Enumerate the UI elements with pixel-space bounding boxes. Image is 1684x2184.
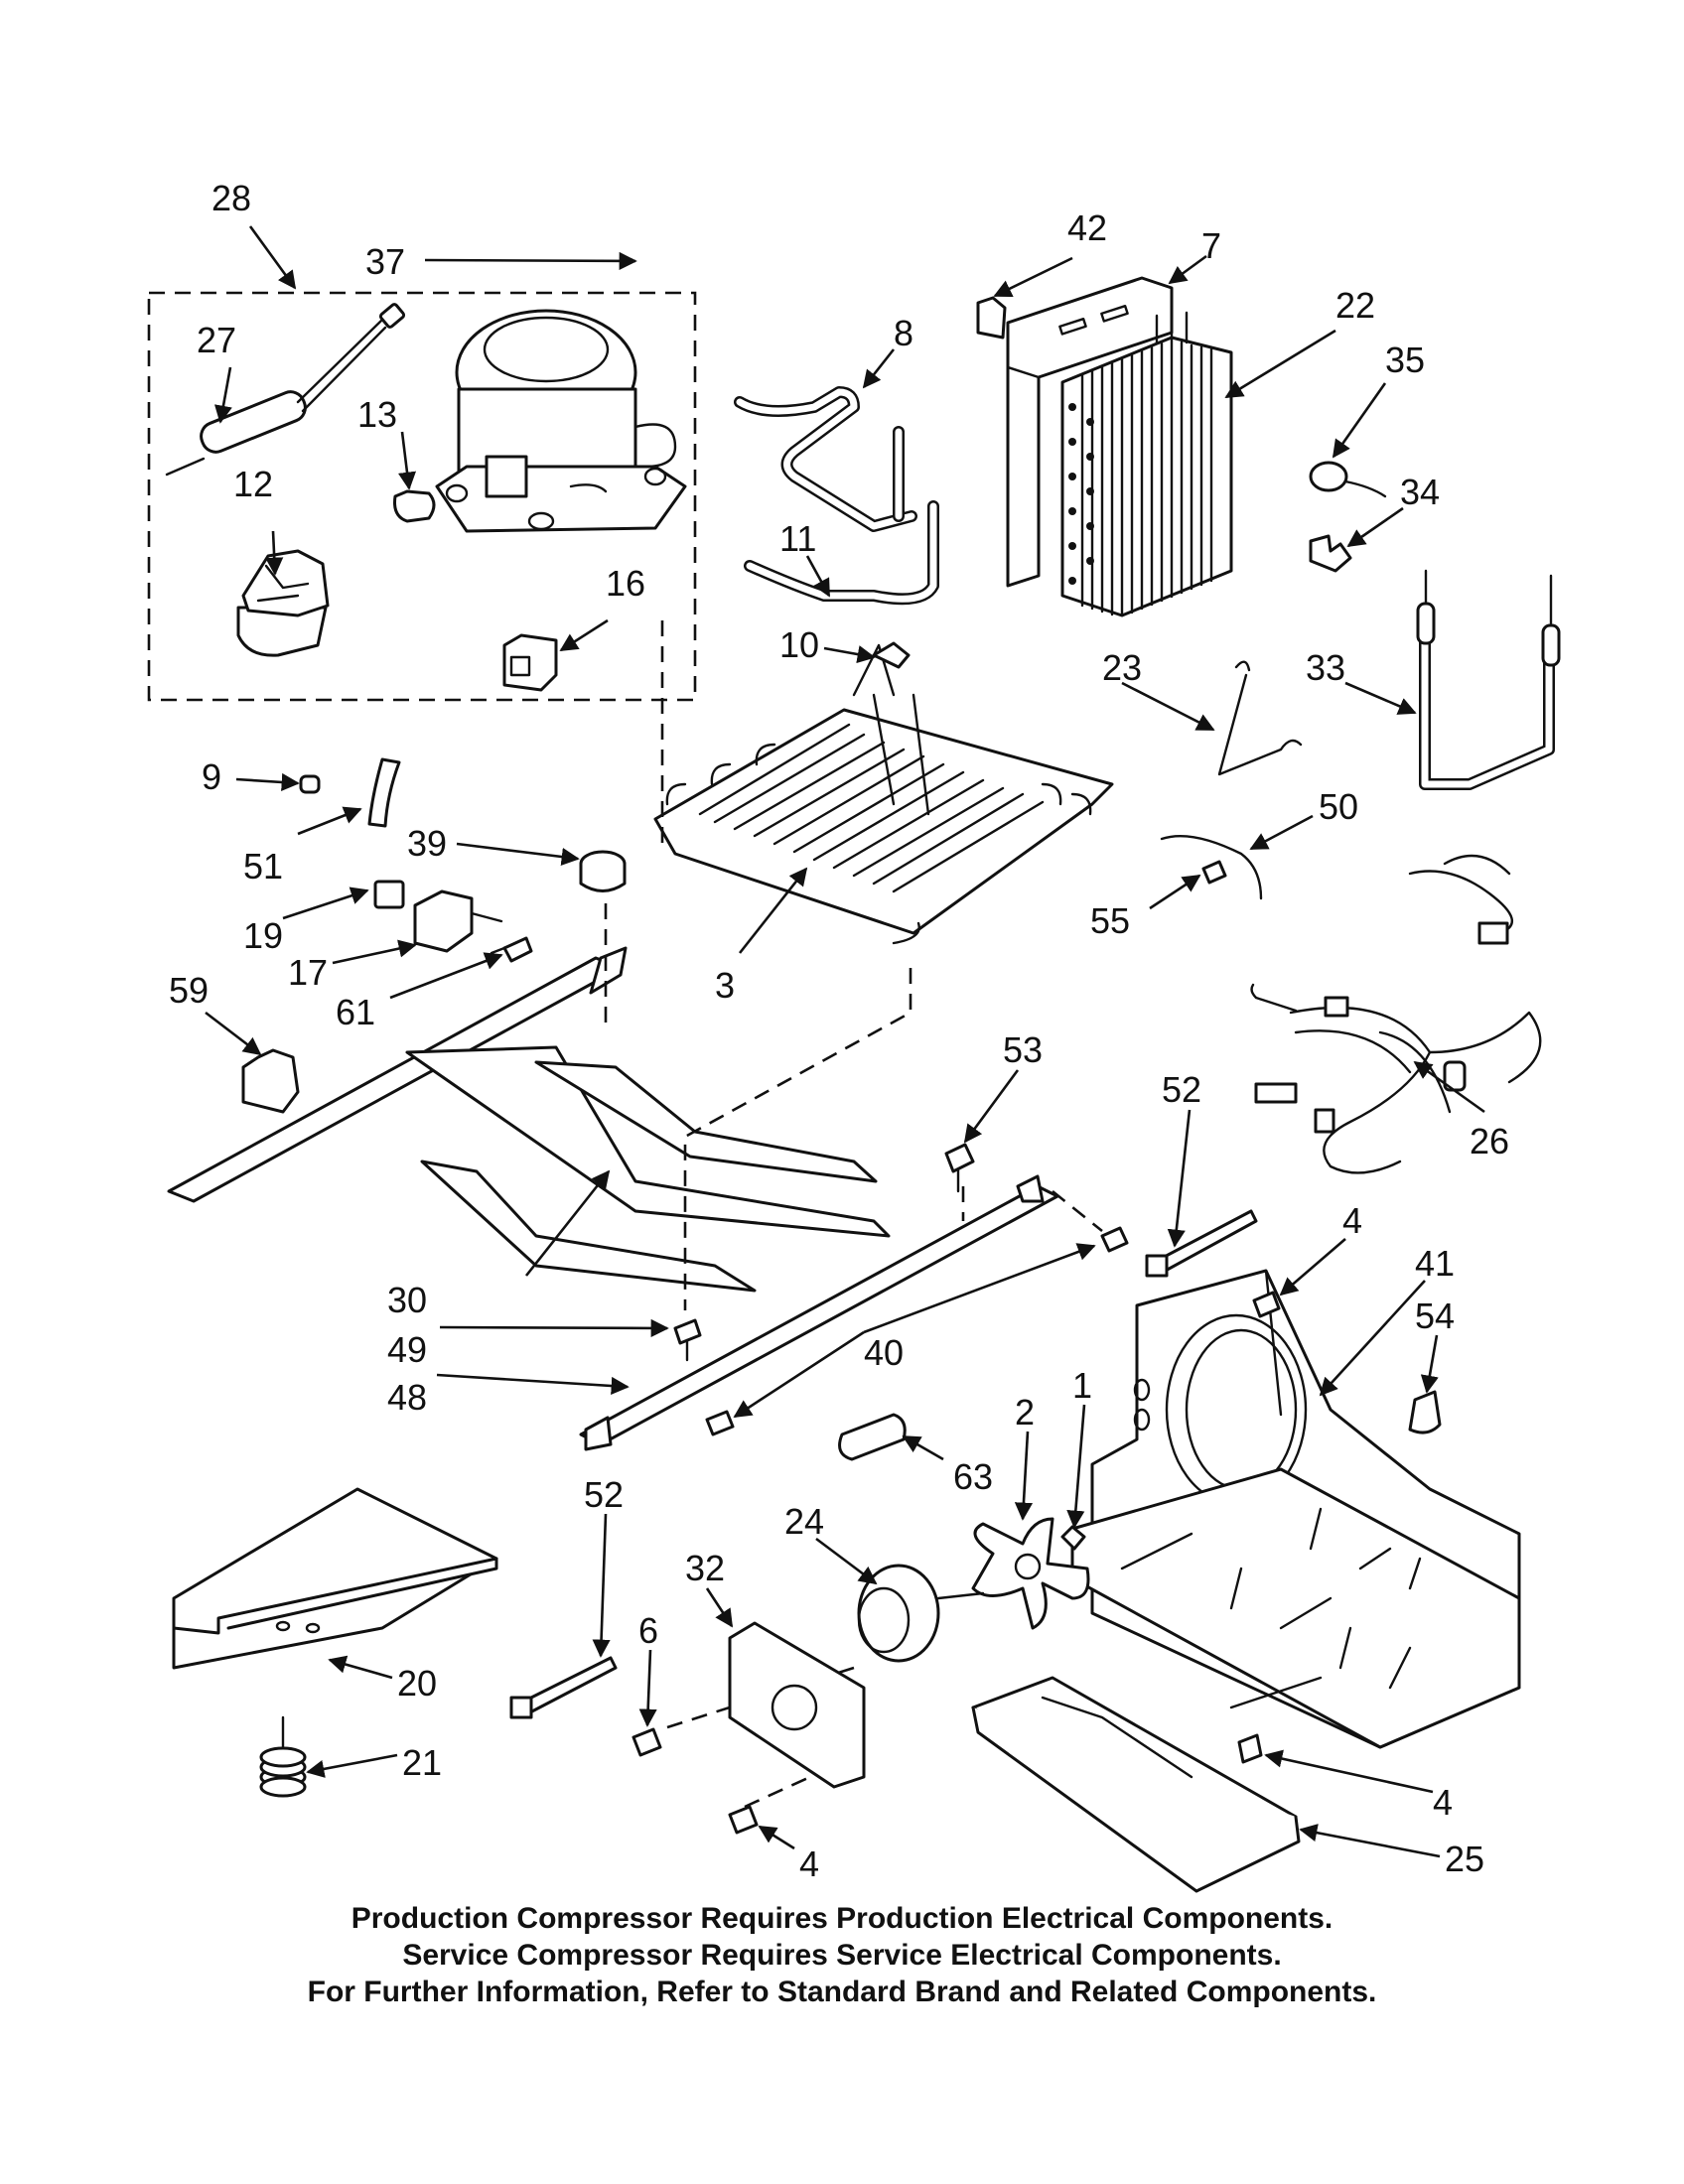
compressor [435, 309, 687, 533]
callout-63: 63 [953, 1456, 993, 1497]
callout-40: 40 [864, 1332, 904, 1373]
callout-42: 42 [1067, 207, 1107, 248]
compressor-assembly-boundary [147, 291, 697, 702]
callout-8: 8 [894, 313, 913, 353]
screw-4c [728, 1805, 759, 1835]
screw-55 [1201, 860, 1227, 885]
clip [393, 489, 436, 523]
screw-53 [944, 1143, 975, 1193]
callout-30: 30 [387, 1280, 427, 1320]
callout-59: 59 [169, 970, 209, 1011]
callout-33: 33 [1306, 647, 1345, 688]
callout-34: 34 [1400, 472, 1440, 512]
callout-25: 25 [1445, 1839, 1484, 1879]
callout-7: 7 [1201, 225, 1221, 266]
screw-40 [705, 1226, 1129, 1436]
callout-11: 11 [779, 518, 816, 559]
callout-28: 28 [211, 178, 251, 218]
callout-21: 21 [402, 1742, 442, 1783]
callout-1: 1 [1072, 1365, 1092, 1406]
insulation-pad [172, 1487, 498, 1670]
screw-61 [490, 936, 533, 963]
fan-motor [857, 1564, 985, 1663]
callout-19: 19 [243, 915, 283, 956]
callout-4-bottom: 4 [799, 1843, 819, 1884]
note-further-info: For Further Information, Refer to Standa… [307, 1976, 1377, 2008]
callout-27: 27 [197, 320, 236, 360]
note-production: Production Compressor Requires Productio… [351, 1902, 1333, 1935]
tube-51 [367, 757, 401, 828]
callout-22: 22 [1335, 285, 1375, 326]
evaporator [653, 643, 1114, 945]
screw-4a [1252, 1291, 1281, 1318]
fan-blade [971, 1517, 1090, 1630]
wire-23 [1217, 660, 1303, 776]
callout-9: 9 [202, 756, 221, 797]
capacitor [502, 633, 558, 692]
callout-39: 39 [407, 823, 447, 864]
callout-20: 20 [397, 1663, 437, 1704]
tube-8 [734, 386, 917, 532]
drain-pan [971, 1676, 1301, 1893]
motor-bracket [728, 1621, 866, 1789]
part-19 [373, 880, 405, 909]
callout-55: 55 [1090, 900, 1130, 941]
callout-51: 51 [243, 846, 283, 887]
bracket-59 [241, 1048, 300, 1114]
callout-52-lower: 52 [584, 1474, 624, 1515]
tube-11 [744, 500, 939, 606]
clip-1 [1060, 1525, 1086, 1551]
callout-16: 16 [606, 563, 645, 604]
cap-54 [1408, 1390, 1442, 1434]
callout-3: 3 [715, 965, 735, 1006]
callout-41: 41 [1415, 1243, 1455, 1284]
callout-23: 23 [1102, 647, 1142, 688]
condenser-coil [1060, 306, 1233, 617]
drier [165, 303, 406, 477]
note-service: Service Compressor Requires Service Elec… [402, 1939, 1282, 1972]
part-17 [413, 889, 503, 953]
callout-12: 12 [233, 464, 273, 504]
callout-6: 6 [638, 1610, 658, 1651]
screw-4b [1237, 1733, 1263, 1764]
grommet-39 [579, 850, 627, 892]
callout-50: 50 [1319, 786, 1358, 827]
screw-49 [673, 1318, 702, 1362]
callout-53: 53 [1003, 1029, 1043, 1070]
callout-2: 2 [1015, 1392, 1035, 1433]
bracket-42 [976, 296, 1007, 340]
wire-harness [1250, 854, 1542, 1174]
condenser-frame [1006, 276, 1174, 588]
callout-32: 32 [685, 1548, 725, 1588]
callout-4-right: 4 [1433, 1782, 1453, 1823]
heat-exchanger-33 [1416, 569, 1561, 790]
callout-4-upper: 4 [1342, 1200, 1362, 1241]
part-63 [838, 1413, 907, 1461]
rail-30 [167, 946, 891, 1293]
tie-strap-lower [509, 1656, 618, 1719]
spring [259, 1715, 307, 1798]
bracket-34 [1309, 534, 1352, 573]
callout-48: 48 [387, 1377, 427, 1418]
callout-52-upper: 52 [1162, 1069, 1201, 1110]
callout-49: 49 [387, 1329, 427, 1370]
screw-6 [632, 1727, 662, 1757]
callout-17: 17 [288, 952, 328, 993]
thermostat-35 [1309, 461, 1387, 498]
callout-24: 24 [784, 1501, 824, 1542]
callout-26: 26 [1470, 1121, 1509, 1161]
callout-35: 35 [1385, 340, 1425, 380]
tube-50 [1160, 834, 1263, 900]
relay [236, 549, 330, 657]
callout-54: 54 [1415, 1296, 1455, 1336]
callout-13: 13 [357, 394, 397, 435]
tie-strap-upper [1145, 1209, 1258, 1278]
callout-37: 37 [365, 241, 405, 282]
callout-10: 10 [779, 624, 819, 665]
plug-9 [299, 774, 321, 794]
clip-10 [872, 641, 911, 669]
callout-61: 61 [336, 992, 375, 1032]
